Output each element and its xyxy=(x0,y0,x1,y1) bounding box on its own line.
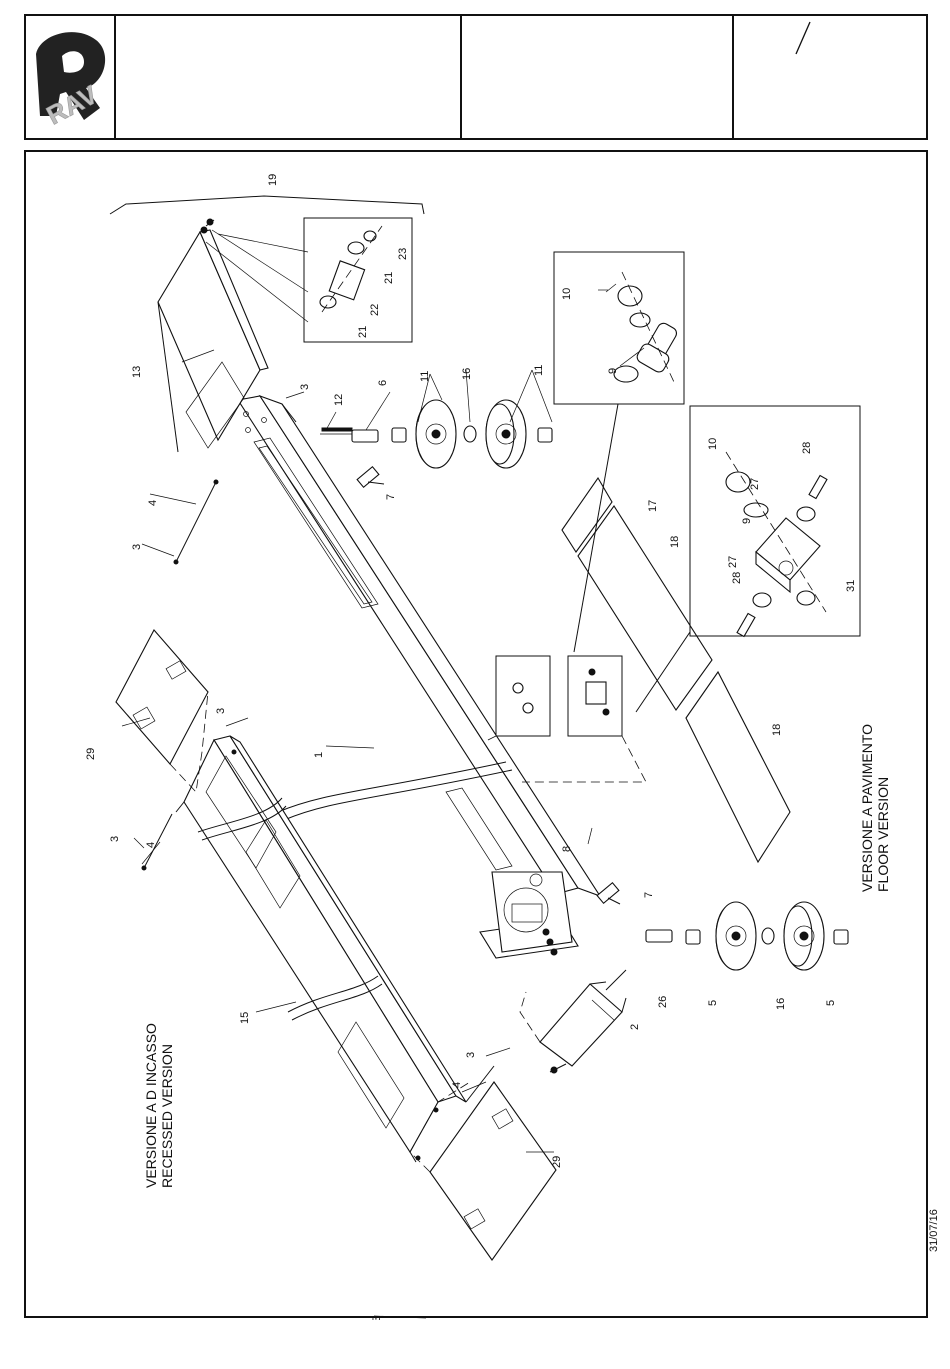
callout-11a: 11 xyxy=(419,371,431,382)
logo-cell: RAV xyxy=(26,16,116,138)
callout-16a: 16 xyxy=(461,368,473,380)
callout-28a: 28 xyxy=(801,442,813,454)
drawing-frame: 1 2 3 3 3 3 3 3 4 4 4 5 5 6 7 7 8 9 9 10… xyxy=(24,150,928,1318)
callout-1: 1 xyxy=(313,752,325,758)
recessed-label-it: VERSIONE A D INCASSO xyxy=(143,1023,159,1188)
callout-21a: 21 xyxy=(357,326,369,338)
callout-7b: 7 xyxy=(643,892,655,898)
callout-3b: 3 xyxy=(131,544,143,550)
callout-5b: 5 xyxy=(825,1000,837,1006)
callout-9a: 9 xyxy=(607,368,619,374)
callout-13: 13 xyxy=(131,366,143,378)
callout-8: 8 xyxy=(561,846,573,852)
revision-cell xyxy=(734,16,926,138)
detail-box-roller xyxy=(110,196,424,342)
floor-label-en: FLOOR VERSION xyxy=(875,777,891,892)
callout-10b: 10 xyxy=(707,438,719,450)
callout-12: 12 xyxy=(333,394,345,406)
rav-logo: RAV xyxy=(26,16,114,138)
pulley-cluster-top xyxy=(320,400,552,487)
callout-6: 6 xyxy=(377,380,389,386)
date-stamp: 31/07/16 xyxy=(928,1209,940,1252)
callout-2: 2 xyxy=(629,1024,641,1030)
callout-29a: 29 xyxy=(85,748,97,760)
callout-23: 23 xyxy=(397,248,409,260)
callout-7a: 7 xyxy=(385,494,397,500)
callout-27a: 27 xyxy=(749,478,761,490)
callout-27b: 27 xyxy=(727,556,739,568)
pulley-cluster-bottom xyxy=(597,883,848,970)
callout-3a: 3 xyxy=(299,384,311,390)
callout-22: 22 xyxy=(369,304,381,316)
callout-17: 17 xyxy=(647,500,659,512)
code-cell xyxy=(462,16,734,138)
callout-26: 26 xyxy=(657,996,669,1008)
exploded-parts-diagram: 1 2 3 3 3 3 3 3 4 4 4 5 5 6 7 7 8 9 9 10… xyxy=(26,152,930,1320)
callout-3d: 3 xyxy=(109,836,121,842)
callout-28b: 28 xyxy=(731,572,743,584)
title-block: RAV xyxy=(24,14,928,140)
callout-19: 19 xyxy=(267,174,279,186)
callout-3f: 3 xyxy=(371,1316,383,1320)
callout-4a: 4 xyxy=(147,500,159,506)
callout-18a: 18 xyxy=(669,536,681,548)
callout-4b: 4 xyxy=(145,842,157,848)
callout-11b: 11 xyxy=(533,365,545,376)
callout-16b: 16 xyxy=(775,998,787,1010)
floor-label-it: VERSIONE A PAVIMENTO xyxy=(859,724,875,892)
pulley-end-block xyxy=(492,872,572,955)
callout-31: 31 xyxy=(845,580,857,592)
callout-29b: 29 xyxy=(551,1156,563,1168)
callout-21b: 21 xyxy=(383,272,395,284)
recessed-label-en: RECESSED VERSION xyxy=(159,1044,175,1188)
title-cell xyxy=(116,16,462,138)
callout-15: 15 xyxy=(239,1012,251,1024)
callout-3e: 3 xyxy=(465,1052,477,1058)
callout-3c: 3 xyxy=(215,708,227,714)
callout-4c: 4 xyxy=(451,1082,463,1088)
callout-5a: 5 xyxy=(707,1000,719,1006)
guard-cover-2 xyxy=(520,970,626,1073)
revision-slash xyxy=(734,16,926,138)
callout-18b: 18 xyxy=(771,724,783,736)
callout-10a: 10 xyxy=(561,288,573,300)
cover-plate-29-top xyxy=(116,630,208,792)
callout-9b: 9 xyxy=(741,518,753,524)
runway-recessed-assembly xyxy=(176,736,466,1162)
floor-plates xyxy=(562,478,790,862)
